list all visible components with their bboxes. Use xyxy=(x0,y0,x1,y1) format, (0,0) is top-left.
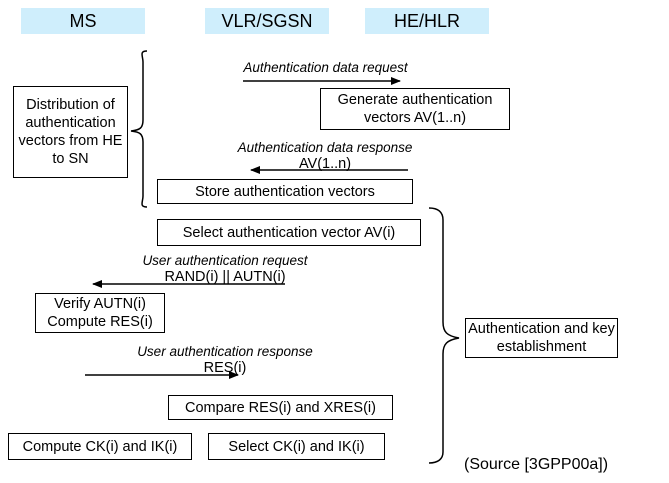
message-label-user-auth-request: User authentication request xyxy=(142,253,308,268)
action-box-generate-av-line2: vectors AV(1..n) xyxy=(363,110,467,126)
message-payload-user-auth-request: RAND(i) || AUTN(i) xyxy=(164,269,286,285)
action-box-verify-autn-line1: Verify AUTN(i) xyxy=(54,296,146,312)
message-label-auth-data-response: Authentication data response xyxy=(237,140,413,155)
source-note: (Source [3GPP00a]) xyxy=(464,456,609,473)
lane-header-he-hlr: HE/HLR xyxy=(365,8,489,34)
action-box-select-ck-ik: Select CK(i) and IK(i) xyxy=(208,433,385,460)
phase-box-distribution-label: Distribution of authentication vectors f… xyxy=(18,97,123,167)
action-box-select-av-label: Select authentication vector AV(i) xyxy=(182,224,396,241)
action-box-store-av-label: Store authentication vectors xyxy=(195,183,375,200)
action-box-compute-ck-ik-label: Compute CK(i) and IK(i) xyxy=(22,438,178,455)
action-box-store-av: Store authentication vectors xyxy=(157,179,413,204)
lane-header-vlr-sgsn: VLR/SGSN xyxy=(205,8,329,34)
message-payload-auth-data-response: AV(1..n) xyxy=(298,156,352,172)
message-payload-user-auth-response: RES(i) xyxy=(203,360,247,376)
action-box-compare-res-label: Compare RES(i) and XRES(i) xyxy=(185,399,376,416)
action-box-verify-autn: Verify AUTN(i) Compute RES(i) xyxy=(35,293,165,333)
action-box-compare-res: Compare RES(i) and XRES(i) xyxy=(168,395,393,420)
action-box-select-ck-ik-label: Select CK(i) and IK(i) xyxy=(228,438,365,455)
action-box-select-av: Select authentication vector AV(i) xyxy=(157,219,421,246)
lane-header-ms: MS xyxy=(21,8,145,34)
phase-box-distribution: Distribution of authentication vectors f… xyxy=(13,86,128,178)
brace-auth-key-establishment xyxy=(428,207,460,464)
message-label-user-auth-response: User authentication response xyxy=(137,344,313,359)
action-box-generate-av: Generate authentication vectors AV(1..n) xyxy=(320,88,510,130)
message-label-auth-data-request: Authentication data request xyxy=(243,60,408,75)
phase-box-auth-key-establishment: Authentication and key establishment xyxy=(465,318,618,358)
action-box-compute-ck-ik: Compute CK(i) and IK(i) xyxy=(8,433,192,460)
brace-distribution xyxy=(130,50,148,208)
action-box-verify-autn-line2: Compute RES(i) xyxy=(47,314,153,330)
phase-box-auth-key-label: Authentication and key establishment xyxy=(468,321,615,355)
action-box-generate-av-line1: Generate authentication xyxy=(337,92,493,108)
